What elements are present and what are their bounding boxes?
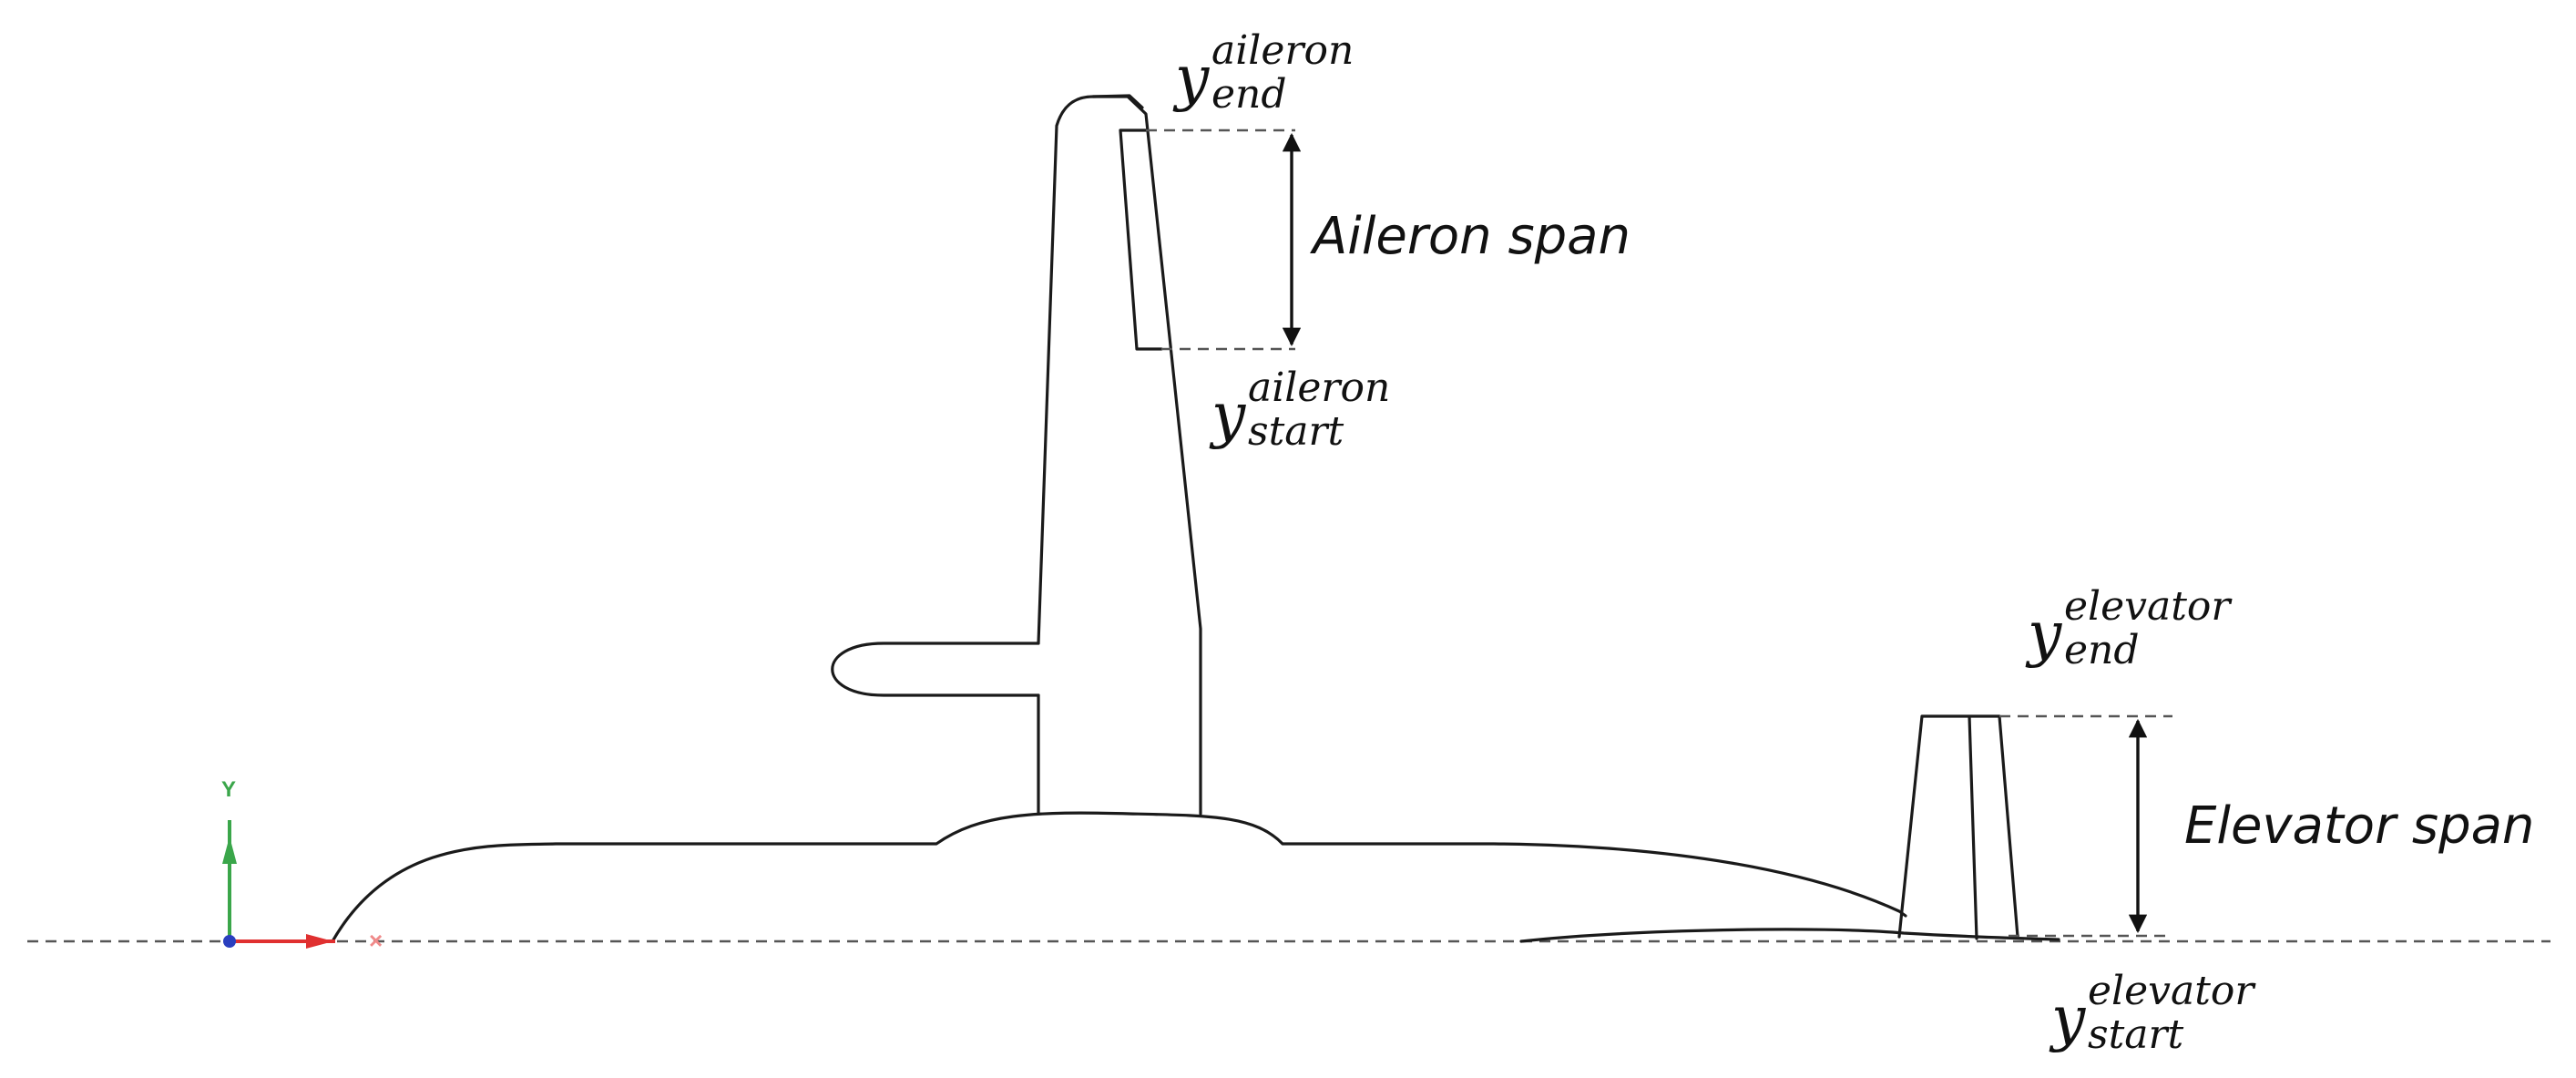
elevator-start-base: y: [2049, 983, 2086, 1053]
elevator-end-base: y: [2025, 599, 2062, 669]
aileron-start-base: y: [1209, 380, 1246, 450]
elevator-end-sup: elevator: [2064, 583, 2233, 630]
tail-boom-outline: [1519, 928, 2060, 943]
aileron-end-sub: end: [1211, 71, 1287, 118]
elevator-end-math-label: y elevator end: [2025, 583, 2233, 673]
aileron-end-math-label: y aileron end: [1172, 27, 1354, 118]
strake-outline: [831, 642, 1040, 697]
aileron-start-sub: start: [1248, 408, 1344, 455]
wing-tip-outline: [1091, 94, 1144, 109]
aileron-end-base: y: [1172, 43, 1210, 113]
elevator-span-label: Elevator span: [2184, 796, 2534, 856]
x-axis-label: ×: [369, 927, 383, 954]
horizontal-tail-outline: [1897, 714, 2019, 940]
aileron-outline: [1119, 128, 1163, 351]
aileron-span-label: Aileron span: [1310, 207, 1630, 266]
elevator-start-sub: start: [2088, 1011, 2184, 1058]
aileron-start-sup: aileron: [1248, 364, 1390, 411]
fuselage-outline: [331, 811, 1907, 943]
aileron-end-sup: aileron: [1211, 27, 1354, 74]
origin-dot: [223, 935, 236, 948]
elevator-end-sub: end: [2064, 627, 2140, 673]
aileron-start-math-label: y aileron start: [1209, 364, 1390, 455]
elevator-start-sup: elevator: [2088, 968, 2256, 1014]
elevator-start-math-label: y elevator start: [2049, 968, 2256, 1058]
axis-triad-icon: Y ×: [221, 777, 383, 954]
main-wing-outline: [1037, 95, 1202, 816]
y-axis-label: Y: [221, 777, 236, 802]
y-axis-arrow-icon: [222, 837, 237, 864]
x-axis-arrow-icon: [306, 934, 333, 949]
